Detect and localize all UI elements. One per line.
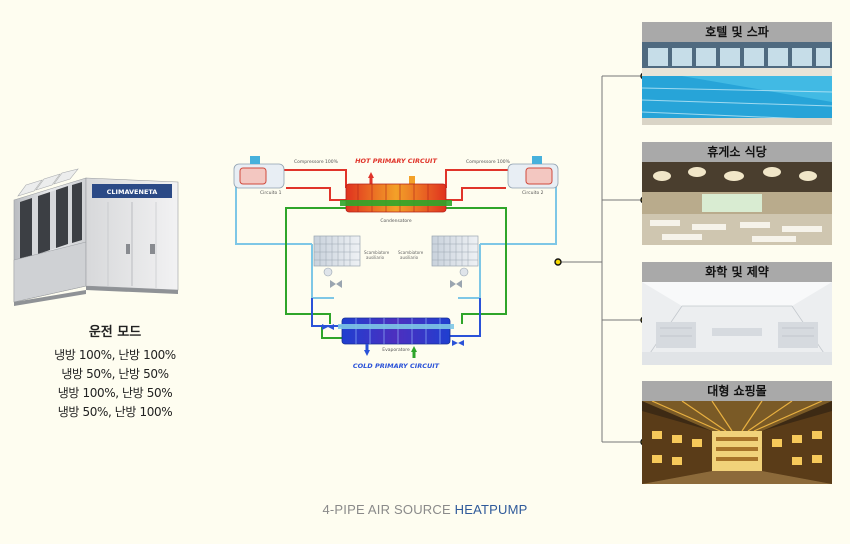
condenser xyxy=(340,183,452,213)
application-card-chemical-pharma: 화학 및 제약 xyxy=(642,262,832,365)
application-connector xyxy=(554,72,648,446)
hot-primary-circuit-label: HOT PRIMARY CIRCUIT xyxy=(355,157,437,165)
pool-photo xyxy=(642,42,832,125)
application-title: 대형 쇼핑몰 xyxy=(642,381,832,401)
restaurant-photo xyxy=(642,162,832,245)
mode-line: 냉방 50%, 난방 50% xyxy=(61,367,169,381)
auxiliary-exchanger-left xyxy=(313,235,361,277)
cold-primary-circuit-label: COLD PRIMARY CIRCUIT xyxy=(353,362,440,370)
application-card-hotel-spa: 호텔 및 스파 xyxy=(642,22,832,125)
four-pipe-circuit-diagram: Compressore 100% Compressore 100% Circui… xyxy=(233,156,559,370)
mode-line: 냉방 100%, 난방 100% xyxy=(54,348,176,362)
compressor-right-label: Compressore 100% xyxy=(466,159,511,165)
application-title: 휴게소 식당 xyxy=(642,142,832,162)
exchanger-left-label-2: ausiliario xyxy=(366,255,385,260)
application-card-shopping-mall: 대형 쇼핑몰 xyxy=(642,381,832,484)
heat-pump-unit-image: CLIMAVENETA xyxy=(13,168,179,306)
unit-brand-label: CLIMAVENETA xyxy=(107,188,158,196)
exchanger-left-label: Scambiatore xyxy=(364,250,390,255)
mall-photo xyxy=(642,401,832,484)
application-title: 화학 및 제약 xyxy=(642,262,832,282)
circuit-left-label: Circuito 1 xyxy=(260,190,282,196)
compressor-left xyxy=(233,156,285,189)
mode-line: 냉방 100%, 난방 50% xyxy=(57,386,173,400)
lab-photo xyxy=(642,282,832,365)
operation-modes-title: 운전 모드 xyxy=(88,325,142,340)
auxiliary-exchanger-right xyxy=(431,235,479,277)
compressor-left-label: Compressore 100% xyxy=(294,159,339,165)
caption-main: 4-PIPE AIR SOURCE xyxy=(322,502,455,517)
diagram-caption: 4-PIPE AIR SOURCE HEATPUMP xyxy=(0,502,850,517)
evaporator-label: Evaporatore xyxy=(382,347,410,353)
compressor-right xyxy=(507,156,559,189)
application-title: 호텔 및 스파 xyxy=(642,22,832,42)
caption-accent: HEATPUMP xyxy=(454,502,528,517)
condenser-label: Condensatore xyxy=(380,218,412,224)
evaporator xyxy=(338,317,454,345)
operation-modes: 운전 모드 냉방 100%, 난방 100% 냉방 50%, 난방 50% 냉방… xyxy=(20,321,210,422)
exchanger-right-label-2: ausiliario xyxy=(400,255,419,260)
exchanger-right-label: Scambiatore xyxy=(398,250,424,255)
mode-line: 냉방 50%, 난방 100% xyxy=(57,405,173,419)
application-card-rest-area-restaurant: 휴게소 식당 xyxy=(642,142,832,245)
circuit-right-label: Circuito 2 xyxy=(522,190,544,196)
